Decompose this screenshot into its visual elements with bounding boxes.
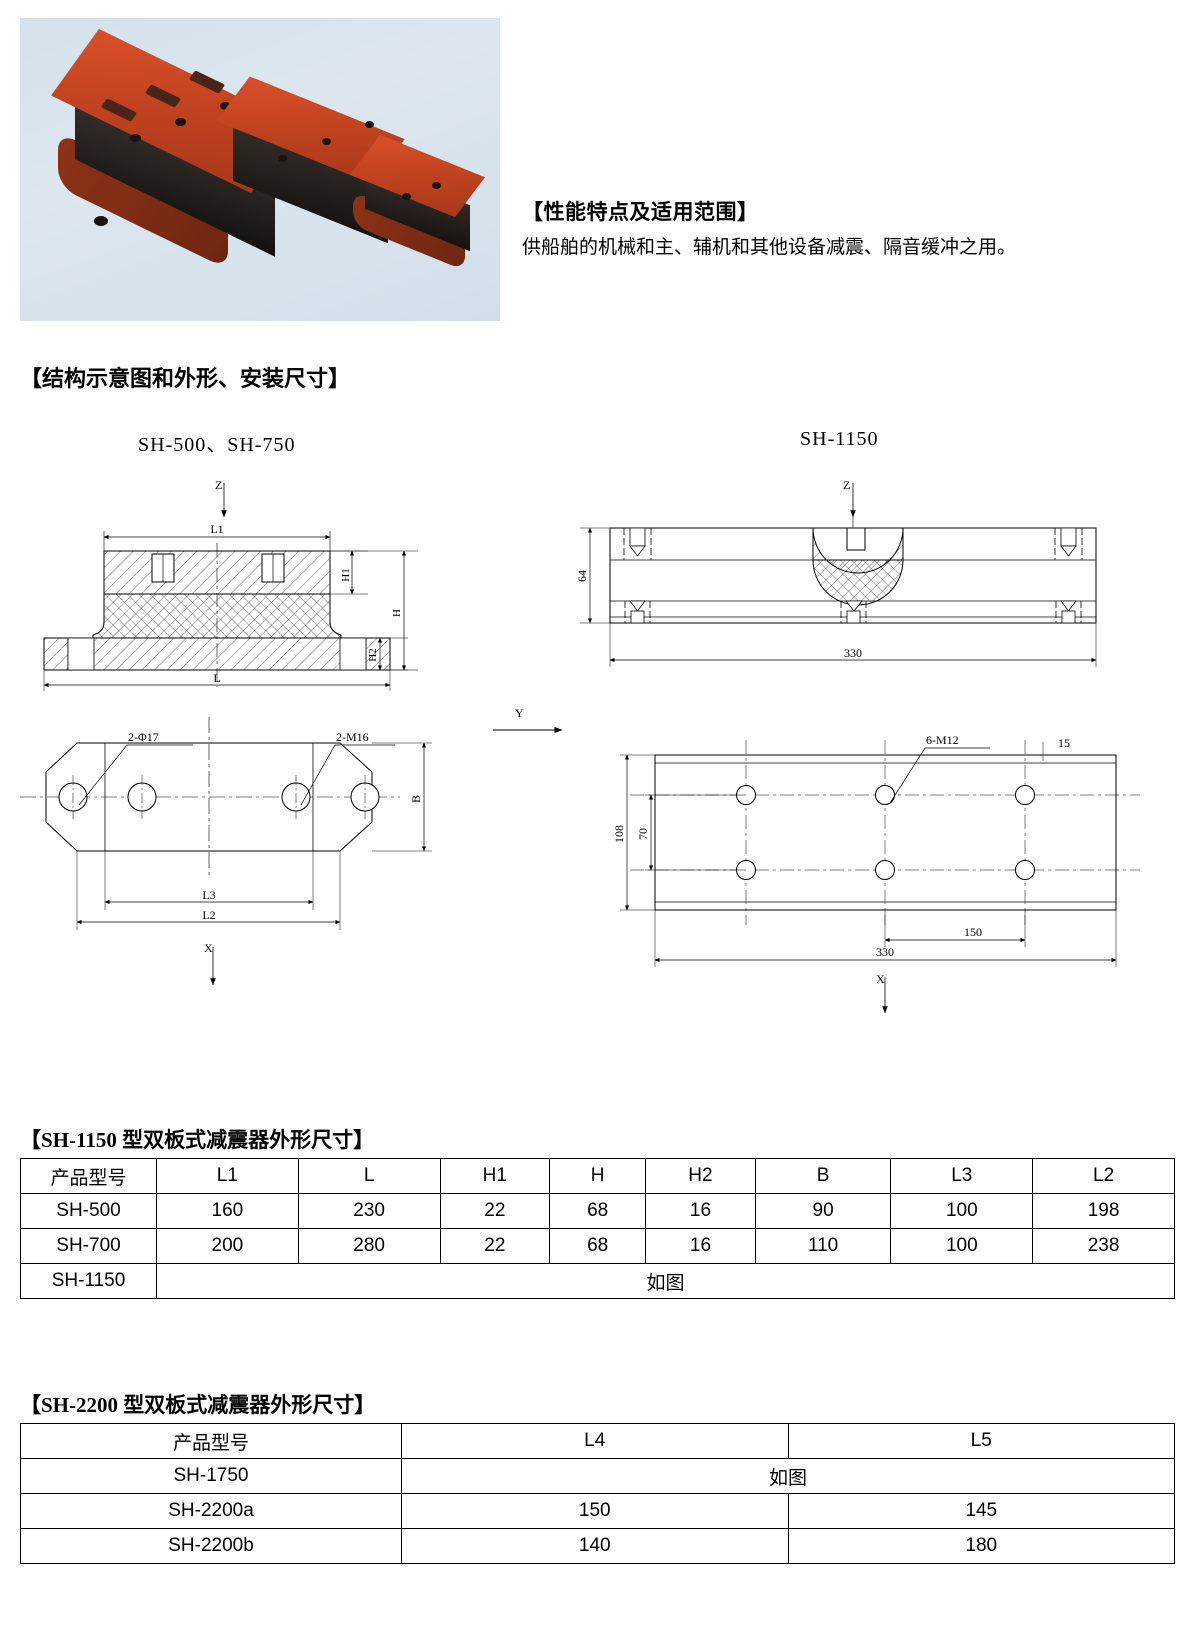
col-header-b: B [754,1158,892,1194]
callout-threads-label: 2-M16 [336,730,369,744]
callout-6m12-label: 6-M12 [926,733,959,747]
col-header-l3: L3 [890,1158,1034,1194]
table1-heading: 【SH-1150 型双板式减震器外形尺寸】 [20,1128,375,1152]
axis-y-label: Y [515,706,524,720]
dim-h2-label: H2 [367,648,379,661]
cell-l3: 100 [890,1193,1034,1229]
table-row: SH-700 200 280 22 68 16 110 100 238 [20,1228,1175,1264]
cell-l: 230 [297,1193,441,1229]
dim-150-label: 150 [964,925,982,939]
dim-b-label: B [409,795,423,803]
cell-l4: 140 [401,1528,789,1564]
col-header-l1: L1 [156,1158,299,1194]
cell-h: 68 [549,1228,647,1264]
dim-108-label: 108 [612,825,626,843]
col-header-h1: H1 [439,1158,551,1194]
table-row: SH-2200b 140 180 [20,1528,1175,1564]
left-axis-z-label: Z [215,478,222,492]
cell-h2: 16 [645,1193,756,1229]
col-header-model: 产品型号 [20,1423,402,1459]
cell-l4: 150 [401,1493,789,1529]
table-row: SH-500 160 230 22 68 16 90 100 198 [20,1193,1175,1229]
table-header-row: 产品型号 L1 L H1 H H2 B L3 L2 [20,1158,1175,1194]
dim-l1-label: L1 [210,522,223,536]
cell-b: 110 [754,1228,892,1264]
right-axis-x-label: X [876,972,885,986]
left-axis-x-label: X [204,941,213,955]
table2-heading: 【SH-2200 型双板式减震器外形尺寸】 [20,1393,376,1417]
cell-l1: 200 [156,1228,299,1264]
table-row-merged: SH-1150 如图 [20,1263,1175,1299]
cell-l2: 238 [1032,1228,1175,1264]
cell-h: 68 [549,1193,647,1229]
cell-l5: 145 [787,1493,1175,1529]
dim-h-label: H [391,609,403,617]
structure-heading: 【结构示意图和外形、安装尺寸】 [20,366,351,391]
dim-h1-label: H1 [340,568,352,581]
cell-merged-note: 如图 [401,1458,1175,1494]
right-drawing-title: SH-1150 [800,428,879,450]
cell-model: SH-2200a [20,1493,402,1529]
cell-b: 90 [754,1193,892,1229]
cell-h1: 22 [439,1193,551,1229]
cell-model: SH-1750 [20,1458,402,1494]
cell-merged-note: 如图 [156,1263,1175,1299]
col-header-h: H [549,1158,647,1194]
performance-heading: 【性能特点及适用范围】 [522,200,759,224]
table-row-merged: SH-1750 如图 [20,1458,1175,1494]
cell-model: SH-2200b [20,1528,402,1564]
dim-l3-label: L3 [202,888,215,902]
cell-model: SH-1150 [20,1263,157,1299]
dim-64-label: 64 [575,570,589,582]
col-header-h2: H2 [645,1158,756,1194]
col-header-model: 产品型号 [20,1158,157,1194]
col-header-l: L [297,1158,441,1194]
col-header-l5: L5 [787,1423,1175,1459]
cell-l3: 100 [890,1228,1034,1264]
dim-l-label: L [213,671,220,685]
cell-model: SH-700 [20,1228,157,1264]
callout-holes-label: 2-Φ17 [128,730,159,744]
dim-l2-label: L2 [202,908,215,922]
table-header-row: 产品型号 L4 L5 [20,1423,1175,1459]
cell-l5: 180 [787,1528,1175,1564]
col-header-l2: L2 [1032,1158,1175,1194]
product-photo [20,18,500,321]
dim-330-plan-label: 330 [876,945,894,959]
cell-h2: 16 [645,1228,756,1264]
cell-l: 280 [297,1228,441,1264]
cell-h1: 22 [439,1228,551,1264]
dim-330-top-label: 330 [844,646,862,660]
dim-70-label: 70 [636,828,650,840]
left-drawing-title: SH-500、SH-750 [138,434,296,456]
cell-model: SH-500 [20,1193,157,1229]
cell-l1: 160 [156,1193,299,1229]
dim-15-label: 15 [1058,736,1070,750]
col-header-l4: L4 [401,1423,789,1459]
cell-l2: 198 [1032,1193,1175,1229]
table-row: SH-2200a 150 145 [20,1493,1175,1529]
right-axis-z-label: Z [843,478,850,492]
technical-drawings: Z L1 H1 H [20,478,1140,1014]
dimensions-table-sh1150: 产品型号 L1 L H1 H H2 B L3 L2 SH-500 160 230… [20,1158,1175,1299]
performance-body: 供船舶的机械和主、辅机和其他设备减震、隔音缓冲之用。 [522,237,1017,258]
dimensions-table-sh2200: 产品型号 L4 L5 SH-1750 如图 SH-2200a 150 145 S… [20,1423,1175,1564]
